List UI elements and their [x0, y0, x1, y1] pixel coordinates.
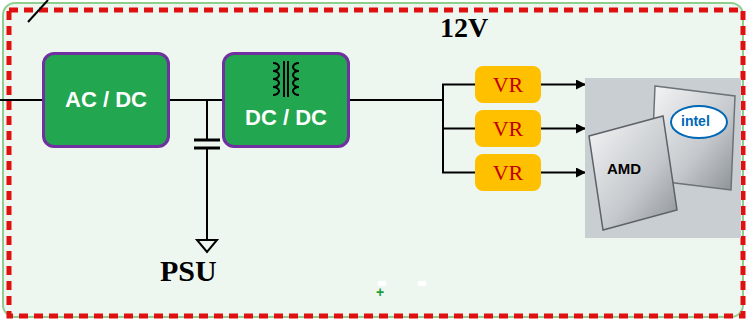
- power-wire: [350, 100, 475, 173]
- input-lead: [28, 0, 48, 22]
- regulator-box: VR: [475, 154, 541, 191]
- mark: [418, 281, 426, 286]
- converter-box: AC / DC: [42, 52, 170, 148]
- regulator-box: VR: [475, 66, 541, 103]
- polarity-mark: +: [376, 284, 384, 300]
- power-wire: [350, 85, 475, 101]
- psu-panel: [3, 3, 743, 317]
- chip-illustration: [585, 78, 741, 238]
- power-arrow: [541, 84, 585, 86]
- regulator-box: VR: [475, 110, 541, 147]
- power-arrow: [541, 172, 585, 174]
- processor-image: AMD intel: [585, 78, 741, 238]
- psu-dashed-boundary: [9, 10, 743, 316]
- transformer-symbol: [225, 55, 347, 145]
- box-label: AC / DC: [65, 87, 147, 113]
- converter-box: DC / DC: [222, 52, 350, 148]
- capacitor-symbol: [194, 100, 220, 240]
- ground-symbol: [197, 240, 217, 252]
- box-label: VR: [493, 160, 524, 186]
- voltage-label: 12V: [440, 12, 488, 44]
- box-label: VR: [493, 116, 524, 142]
- power-wire: [170, 99, 222, 101]
- ac-input-wire: [0, 99, 42, 101]
- box-label: VR: [493, 72, 524, 98]
- power-wire: [350, 100, 475, 129]
- brand-text: AMD: [607, 160, 641, 177]
- box-label: DC / DC: [245, 105, 327, 131]
- brand-text: intel: [681, 113, 710, 129]
- unit-label: PSU: [160, 254, 217, 288]
- power-arrow: [541, 128, 585, 130]
